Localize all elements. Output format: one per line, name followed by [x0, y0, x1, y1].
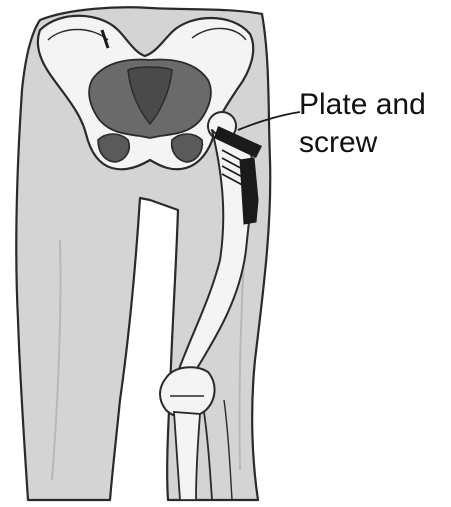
label-line-1: Plate and [299, 86, 449, 124]
knee-joint [160, 367, 215, 417]
callout-label: Plate and screw [299, 86, 449, 162]
label-line-2: screw [299, 124, 449, 162]
